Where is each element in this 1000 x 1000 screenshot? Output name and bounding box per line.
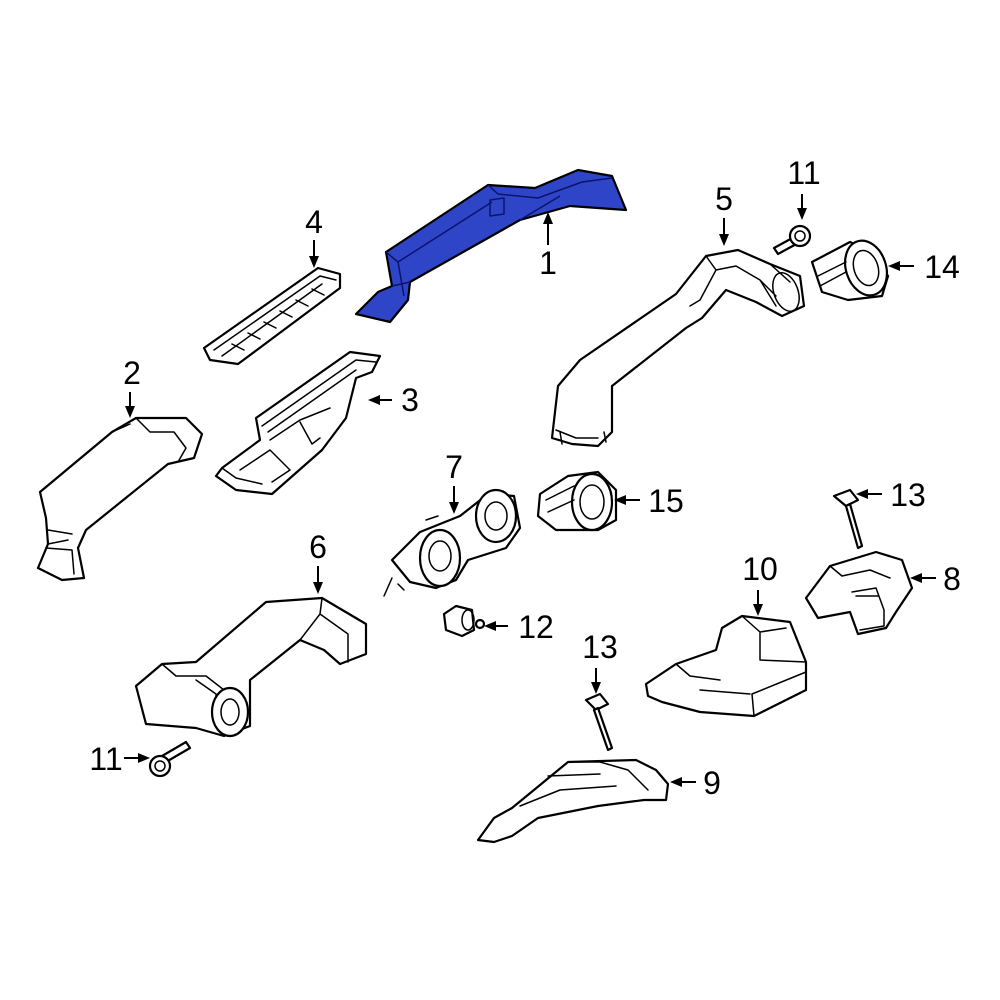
part-7-vent-assembly[interactable] (383, 488, 522, 597)
part-6-lower-duct[interactable] (134, 596, 368, 738)
callout-1: 1 (539, 245, 557, 281)
callout-13-upper: 13 (890, 477, 926, 513)
part-3-vent-housing[interactable] (214, 350, 382, 496)
part-4-vent-grille[interactable] (202, 266, 342, 366)
callout-labels: 1 2 3 4 5 6 7 8 9 10 11 11 12 13 13 14 1… (89, 155, 961, 801)
callout-13-lower: 13 (582, 629, 618, 665)
part-11-screw-lower[interactable] (148, 740, 192, 778)
part-15-round-vent[interactable] (536, 470, 618, 532)
part-12-connector[interactable] (442, 604, 486, 638)
part-10-floor-duct[interactable] (644, 614, 808, 718)
callout-2: 2 (123, 355, 141, 391)
callout-10: 10 (742, 551, 778, 587)
callout-8: 8 (943, 561, 961, 597)
callout-7: 7 (445, 449, 463, 485)
callout-3: 3 (401, 382, 419, 418)
part-11-screw-upper[interactable] (772, 224, 812, 256)
part-2-left-duct[interactable] (36, 416, 204, 582)
callout-11-lower: 11 (89, 741, 122, 777)
callout-5: 5 (715, 181, 733, 217)
part-13-clip-lower[interactable] (584, 692, 614, 752)
part-13-clip-upper[interactable] (832, 488, 864, 550)
part-8-bracket[interactable] (804, 550, 914, 636)
part-1-duct-highlighted[interactable] (354, 168, 628, 324)
callout-4: 4 (305, 204, 323, 240)
callout-14: 14 (924, 249, 960, 285)
part-9-lower-duct[interactable] (476, 758, 670, 844)
callout-6: 6 (309, 529, 327, 565)
leader-lines (124, 194, 936, 787)
part-14-round-vent[interactable] (810, 235, 894, 302)
callout-9: 9 (703, 765, 721, 801)
callout-15: 15 (648, 483, 684, 519)
part-5-long-duct[interactable] (550, 248, 806, 448)
callout-11-upper: 11 (787, 155, 820, 191)
callout-12: 12 (518, 609, 554, 645)
